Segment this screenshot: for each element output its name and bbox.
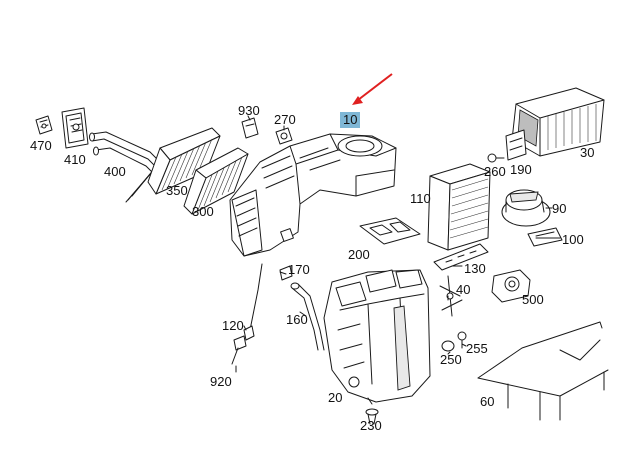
part-100-drawing: [527, 227, 563, 247]
label-20[interactable]: 20: [328, 390, 343, 405]
label-920[interactable]: 920: [210, 374, 232, 389]
part-930-drawing: [241, 117, 259, 139]
part-470-drawing: [35, 115, 53, 135]
pointer-arrow: [352, 73, 393, 105]
label-30[interactable]: 30: [580, 145, 595, 160]
part-230-drawing: [365, 408, 379, 425]
part-130-drawing: [433, 243, 489, 271]
label-100[interactable]: 100: [562, 232, 584, 247]
label-190[interactable]: 190: [510, 162, 532, 177]
part-250-drawing: [441, 340, 455, 352]
label-160[interactable]: 160: [286, 312, 308, 327]
label-270[interactable]: 270: [274, 112, 296, 127]
label-200[interactable]: 200: [348, 247, 370, 262]
label-400[interactable]: 400: [104, 164, 126, 179]
label-500[interactable]: 500: [522, 292, 544, 307]
part-200-drawing: [359, 217, 421, 245]
part-10-drawing: [229, 133, 397, 257]
label-410[interactable]: 410: [64, 152, 86, 167]
part-300-drawing: [183, 147, 249, 215]
label-930[interactable]: 930: [238, 103, 260, 118]
label-10[interactable]: 10: [340, 112, 361, 128]
part-190-drawing: [505, 129, 527, 161]
part-920-drawing: [231, 335, 247, 365]
part-410-drawing: [61, 107, 89, 149]
label-230[interactable]: 230: [360, 418, 382, 433]
label-110[interactable]: 110: [410, 191, 431, 206]
label-470[interactable]: 470: [30, 138, 52, 153]
label-40[interactable]: 40: [456, 282, 471, 297]
part-90-drawing: [501, 189, 551, 227]
label-130[interactable]: 130: [464, 261, 486, 276]
label-60[interactable]: 60: [480, 394, 495, 409]
part-160-drawing: [290, 282, 325, 351]
part-120-drawing: [243, 263, 263, 341]
part-60-drawing: [477, 321, 609, 421]
label-260[interactable]: 260: [484, 164, 506, 179]
label-120[interactable]: 120: [222, 318, 244, 333]
label-350[interactable]: 350: [166, 183, 188, 198]
label-250[interactable]: 250: [440, 352, 462, 367]
part-110-drawing: [427, 163, 491, 251]
part-20-drawing: [323, 269, 431, 403]
part-270-drawing: [275, 127, 293, 145]
label-170[interactable]: 170: [288, 262, 310, 277]
part-260-drawing: [487, 153, 505, 163]
leader-lines: [235, 115, 561, 405]
part-170-drawing: [279, 265, 293, 281]
label-300[interactable]: 300: [192, 204, 214, 219]
part-500-drawing: [491, 269, 531, 303]
label-255[interactable]: 255: [466, 341, 488, 356]
label-90[interactable]: 90: [552, 201, 567, 216]
